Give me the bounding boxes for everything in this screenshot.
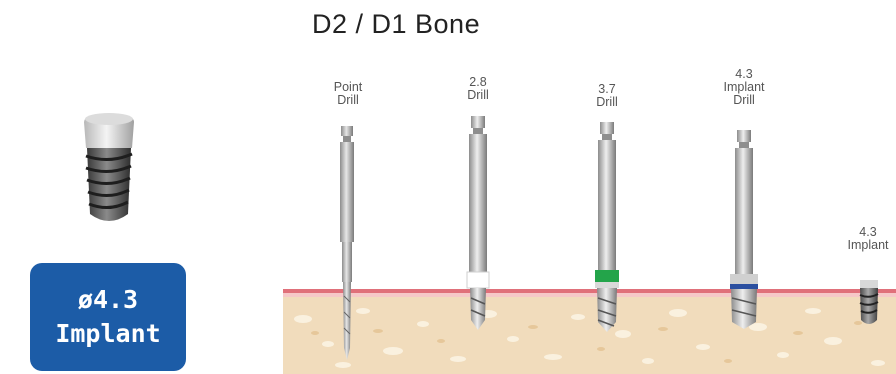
drill-3-7 (592, 122, 622, 334)
point-drill (335, 126, 359, 362)
implant-drill-4-3 (726, 130, 762, 330)
badge-label: Implant (30, 317, 186, 351)
drill-2-8 (464, 116, 492, 332)
implant-4-3-label: 4.3 Implant (828, 226, 896, 252)
page-title: D2 / D1 Bone (312, 9, 480, 40)
implant-photo (78, 110, 140, 232)
badge-size: ø4.3 (30, 283, 186, 317)
drill-2-8-label: 2.8 Drill (438, 76, 518, 102)
point-drill-label: Point Drill (308, 81, 388, 107)
drill-3-7-label: 3.7 Drill (567, 83, 647, 109)
implant-size-badge: ø4.3 Implant (30, 263, 186, 371)
implant-drill-4-3-label: 4.3 Implant Drill (704, 68, 784, 107)
implant-4-3 (856, 280, 882, 328)
bone-cross-section (283, 289, 896, 374)
